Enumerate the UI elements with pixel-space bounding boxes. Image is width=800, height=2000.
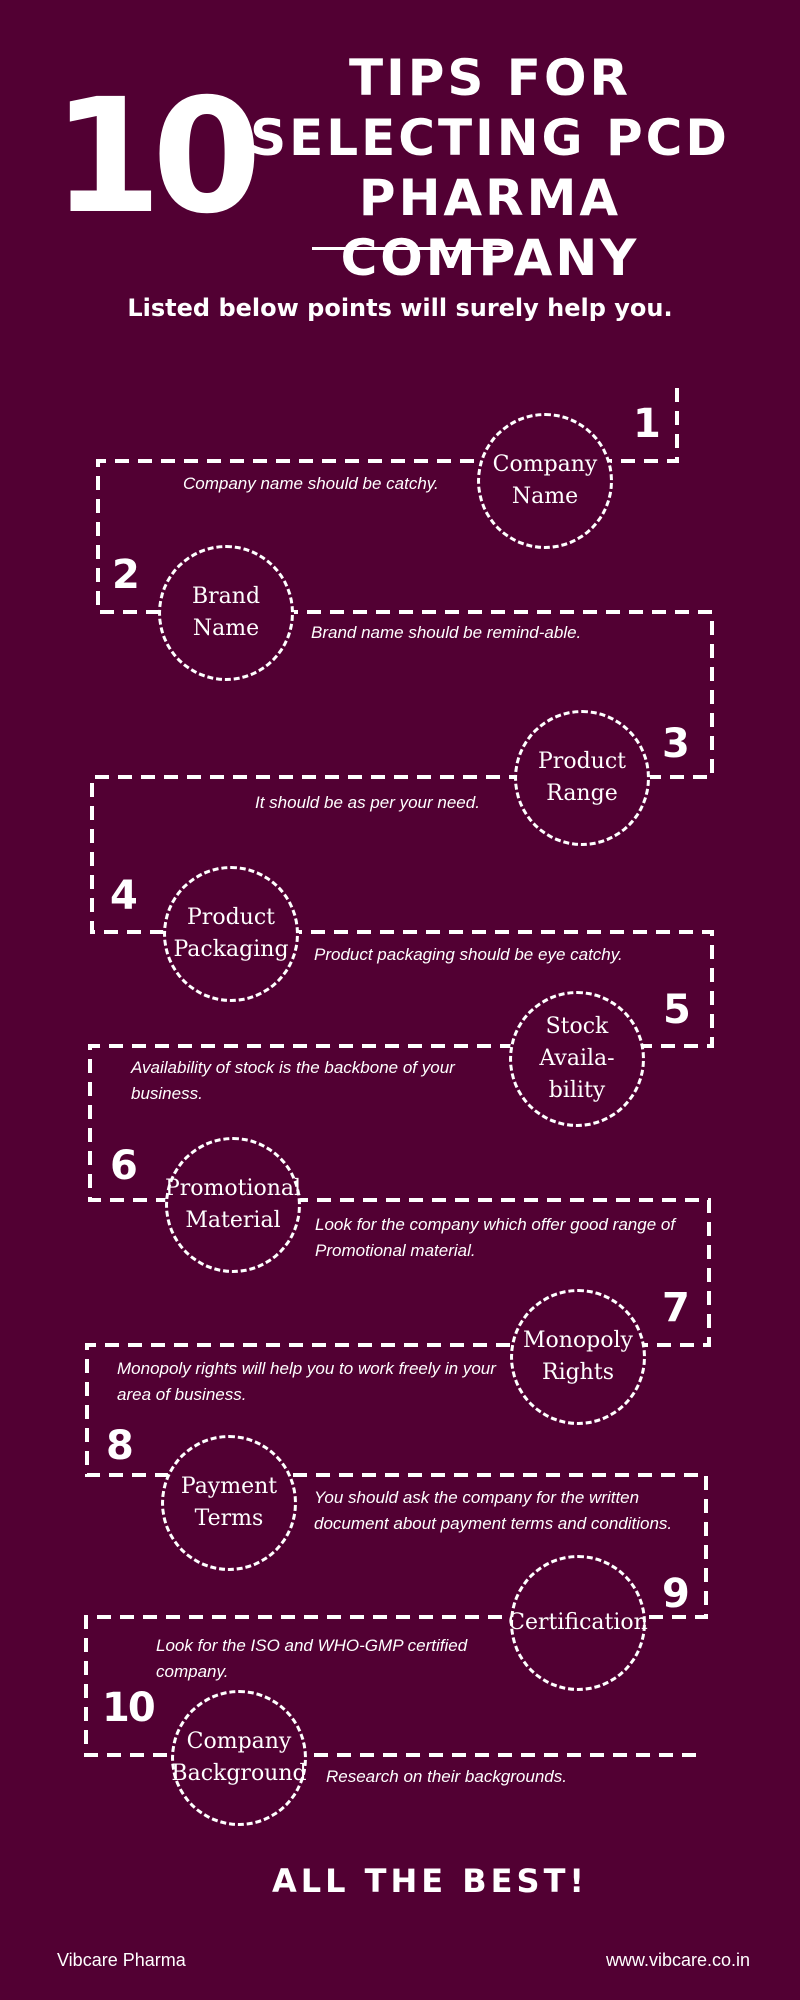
tip-number: 6 bbox=[110, 1143, 138, 1189]
tip-number: 10 bbox=[102, 1685, 156, 1731]
tip-description: Company name should be catchy. bbox=[183, 474, 439, 493]
tip-number: 3 bbox=[662, 721, 690, 767]
tip-circle-company-background: Company Background bbox=[171, 1690, 307, 1826]
tip-description: Availability of stock is the backbone of… bbox=[131, 1058, 455, 1103]
tip-circle-product-packaging: Product Packaging bbox=[163, 866, 299, 1002]
tip-description: Look for the ISO and WHO-GMP certified c… bbox=[156, 1636, 468, 1681]
tip-number: 9 bbox=[662, 1571, 690, 1617]
big-number-ten: 10 bbox=[52, 65, 262, 249]
page-title: TIPS FOR SELECTING PCD PHARMA COMPANY bbox=[250, 49, 730, 287]
tip-number: 7 bbox=[662, 1285, 690, 1331]
tip-circle-stock-availability: Stock Availa- bility bbox=[509, 991, 645, 1127]
tip-description: It should be as per your need. bbox=[255, 793, 480, 812]
tip-number: 1 bbox=[633, 401, 661, 447]
tip-description: Look for the company which offer good ra… bbox=[315, 1215, 676, 1260]
tip-number: 5 bbox=[663, 987, 691, 1033]
tip-description: Monopoly rights will help you to work fr… bbox=[117, 1359, 496, 1404]
footer-brand: Vibcare Pharma bbox=[57, 1950, 186, 1970]
tip-circle-brand-name: Brand Name bbox=[158, 545, 294, 681]
tip-description: You should ask the company for the writt… bbox=[314, 1488, 673, 1533]
footer-website[interactable]: www.vibcare.co.in bbox=[605, 1950, 750, 1970]
page-subtitle: Listed below points will surely help you… bbox=[127, 294, 673, 322]
tip-circle-company-name: Company Name bbox=[477, 413, 613, 549]
tip-number: 2 bbox=[112, 552, 140, 598]
tip-circle-certification: Certification bbox=[508, 1555, 648, 1691]
closing-message: ALL THE BEST! bbox=[271, 1862, 588, 1900]
tip-circle-payment-terms: Payment Terms bbox=[161, 1435, 297, 1571]
tip-number: 8 bbox=[106, 1423, 134, 1469]
tip-circle-monopoly-rights: Monopoly Rights bbox=[510, 1289, 646, 1425]
tip-circle-product-range: Product Range bbox=[514, 710, 650, 846]
tip-description: Research on their backgrounds. bbox=[326, 1767, 567, 1786]
title-divider bbox=[312, 247, 512, 250]
tip-description: Product packaging should be eye catchy. bbox=[314, 945, 623, 964]
tip-number: 4 bbox=[110, 873, 138, 919]
tip-description: Brand name should be remind-able. bbox=[311, 623, 582, 642]
tip-circle-promotional-material: Promotional Material bbox=[165, 1137, 301, 1273]
